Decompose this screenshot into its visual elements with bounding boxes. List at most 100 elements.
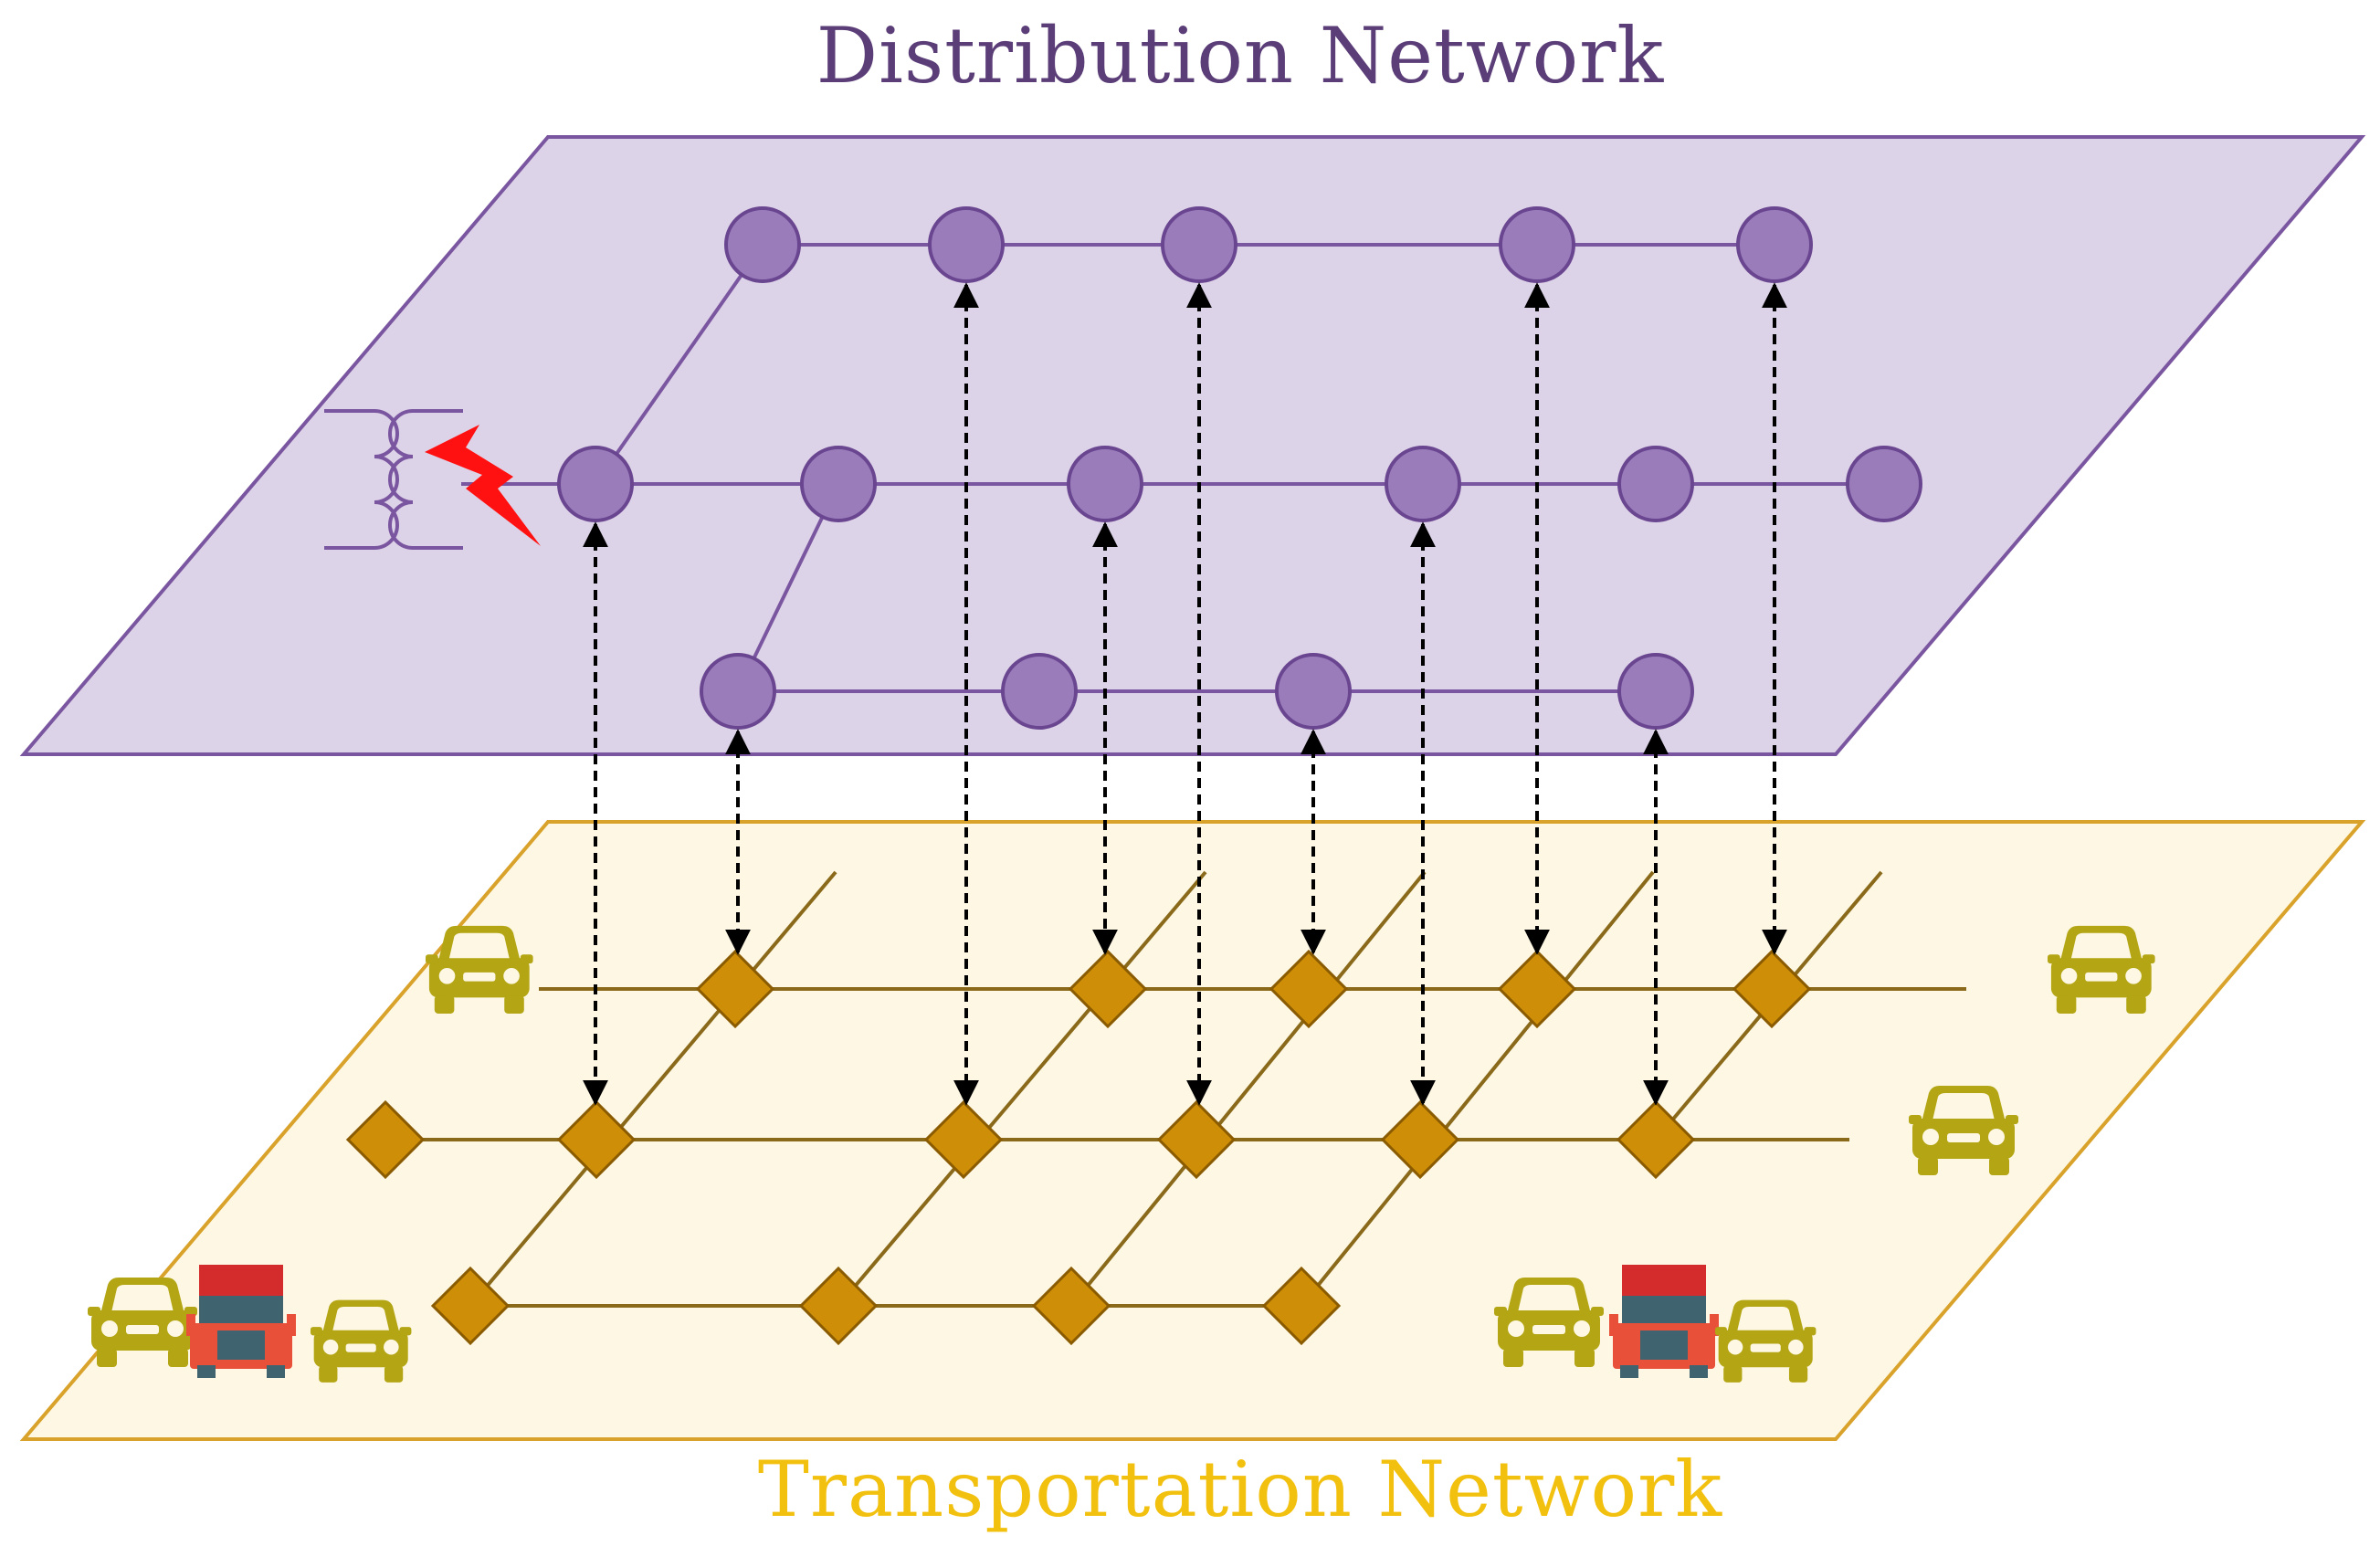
truck-cab-top [199, 1265, 283, 1296]
distribution-bus-node [1385, 446, 1461, 522]
car-grille [463, 972, 496, 982]
car-windshield [1736, 1307, 1795, 1332]
distribution-line [736, 483, 840, 692]
car-mirror [88, 1307, 100, 1316]
car-icon [1715, 1299, 1817, 1383]
car-headlight [384, 1339, 399, 1355]
car-headlight [101, 1320, 118, 1337]
car-mirror [2048, 954, 2060, 964]
traffic-node [1732, 949, 1812, 1029]
car-wheel [1788, 1365, 1808, 1383]
car-wheel [434, 995, 455, 1014]
traffic-node [1261, 1266, 1342, 1346]
truck-mirror [1710, 1314, 1719, 1336]
truck-wheel [197, 1365, 216, 1378]
car-wheel [1989, 1157, 2009, 1175]
car-icon [426, 925, 533, 1014]
traffic-node [1068, 949, 1148, 1029]
distribution-bus-node [724, 206, 801, 283]
traffic-node [1031, 1266, 1111, 1346]
distribution-bus-node [1736, 206, 1813, 283]
car-icon [88, 1278, 197, 1367]
traffic-node [556, 1099, 637, 1180]
car-windshield [111, 1285, 174, 1312]
car-wheel [1918, 1157, 1938, 1175]
car-mirror [426, 954, 438, 964]
car-mirror [1909, 1115, 1922, 1124]
car-icon [311, 1299, 412, 1383]
traffic-node [695, 949, 775, 1029]
car-mirror [399, 1327, 412, 1336]
car-wheel [1574, 1349, 1595, 1367]
car-grille [2085, 972, 2118, 982]
car-mirror [1804, 1327, 1817, 1336]
car-headlight [322, 1339, 339, 1355]
truck-windshield [1622, 1296, 1706, 1323]
car-headlight [2060, 967, 2078, 984]
truck-mirror [186, 1314, 195, 1336]
car-icon [1494, 1278, 1604, 1367]
car-icon [2048, 925, 2155, 1014]
truck-cab-top [1622, 1265, 1706, 1296]
truck-icon [186, 1265, 296, 1378]
distribution-bus-node [1617, 653, 1694, 730]
car-headlight [1508, 1320, 1524, 1337]
truck-mirror [287, 1314, 296, 1336]
truck-wheel [1620, 1365, 1638, 1378]
car-windshield [1932, 1093, 1995, 1120]
car-mirror [2006, 1115, 2018, 1124]
car-mirror [184, 1307, 197, 1316]
car-mirror [1494, 1307, 1507, 1316]
car-grille [1947, 1133, 1980, 1142]
car-headlight [503, 967, 520, 984]
distribution-bus-node [1499, 206, 1575, 283]
transformer-secondary-coil [388, 409, 463, 550]
traffic-node [1380, 1099, 1460, 1180]
distribution-network-title: Distribution Network [816, 11, 1665, 100]
car-windshield [1518, 1285, 1580, 1312]
transportation-network-title: Transportation Network [757, 1445, 1723, 1534]
distribution-bus-node [1161, 206, 1237, 283]
truck-mirror [1609, 1314, 1618, 1336]
traffic-node [1497, 949, 1577, 1029]
car-headlight [1788, 1339, 1804, 1355]
distribution-bus-node [1846, 446, 1922, 522]
distribution-bus-node [1275, 653, 1352, 730]
distribution-bus-node [1067, 446, 1143, 522]
distribution-bus-node [700, 653, 776, 730]
car-headlight [438, 967, 456, 984]
car-grille [1532, 1325, 1565, 1334]
car-headlight [1574, 1320, 1590, 1337]
car-wheel [384, 1365, 404, 1383]
road-segment [469, 870, 837, 1308]
truck-wheel [1690, 1365, 1708, 1378]
car-wheel [319, 1365, 338, 1383]
road-segment [1069, 870, 1427, 1308]
car-mirror [1591, 1307, 1604, 1316]
distribution-bus-node [1001, 653, 1078, 730]
car-headlight [2125, 967, 2142, 984]
traffic-node [923, 1099, 1004, 1180]
traffic-node [345, 1099, 426, 1180]
car-grille [1750, 1343, 1781, 1352]
distribution-bus-node [928, 206, 1005, 283]
truck-icon [1609, 1265, 1719, 1378]
truck-grille [1640, 1330, 1688, 1360]
traffic-node [430, 1266, 511, 1346]
truck-wheel [267, 1365, 285, 1378]
traffic-node [798, 1266, 879, 1346]
car-mirror [520, 954, 533, 964]
distribution-line [594, 243, 764, 486]
car-mirror [1715, 1327, 1727, 1336]
transformer-icon [324, 409, 463, 550]
car-windshield [332, 1307, 390, 1332]
traffic-node [1156, 1099, 1237, 1180]
car-windshield [448, 932, 511, 961]
road-segment [1300, 870, 1655, 1308]
car-headlight [1988, 1129, 2005, 1145]
car-wheel [1723, 1365, 1743, 1383]
car-headlight [167, 1320, 184, 1337]
truck-windshield [199, 1296, 283, 1323]
transformer-primary-coil [324, 409, 399, 550]
